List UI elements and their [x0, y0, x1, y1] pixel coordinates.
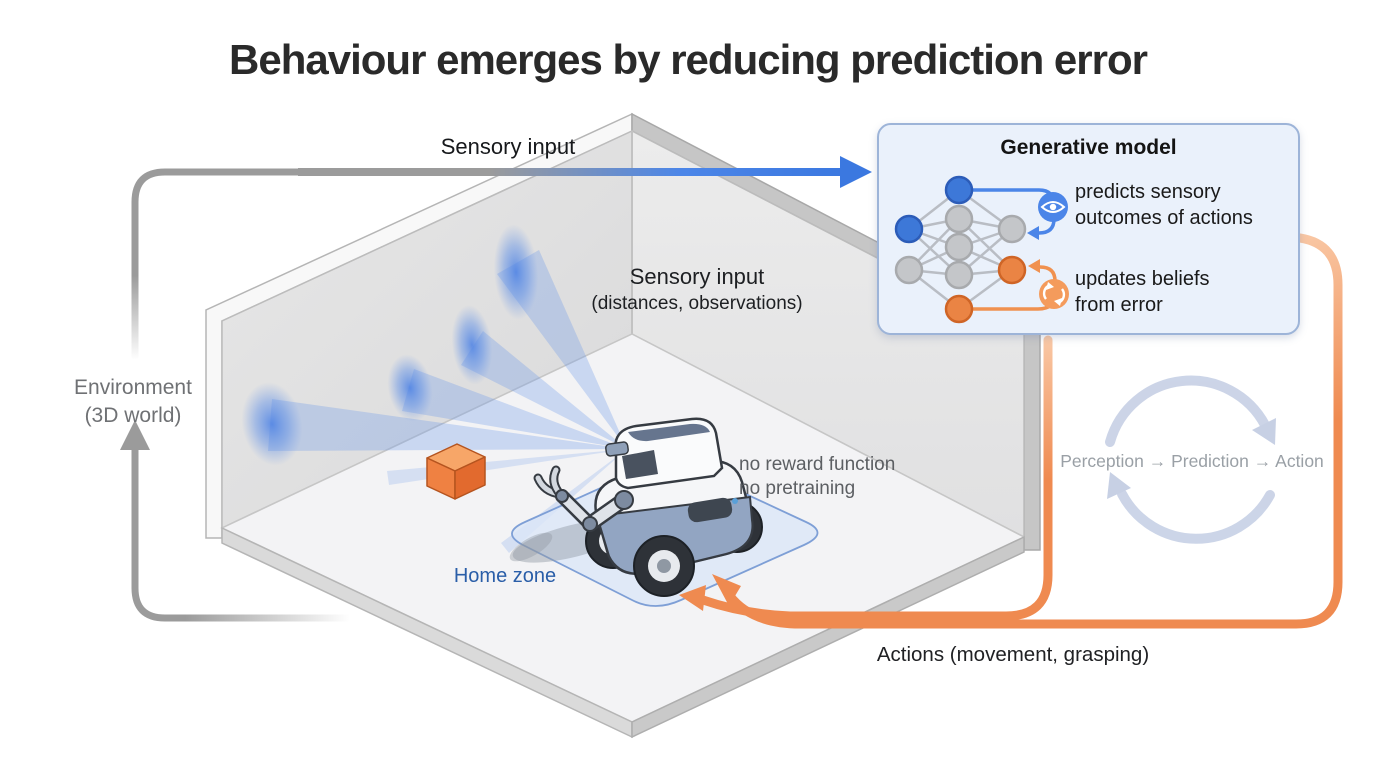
cycle-arrowhead-top [1252, 418, 1276, 445]
action-loop [679, 233, 1343, 629]
sensory-input-mid-label: Sensory input (distances, observations) [547, 264, 847, 315]
note-predicts: predicts sensory outcomes of actions [1075, 179, 1253, 231]
note-predicts-line1: predicts sensory [1075, 181, 1221, 203]
robot-indicator-light [732, 498, 738, 504]
note-updates-line2: from error [1075, 294, 1163, 316]
update-arrowhead [1028, 259, 1040, 273]
sensory-input-mid-line1: Sensory input [629, 264, 765, 289]
node-gray [997, 214, 1027, 244]
environment-line2: (3D world) [84, 404, 182, 427]
eye-icon [1038, 192, 1068, 222]
environment-loop-top-left [131, 168, 324, 360]
sensor-blob [241, 382, 303, 466]
sensory-input-top-label: Sensory input [440, 134, 576, 159]
robot-shadow [509, 532, 553, 562]
action-arrowhead [679, 585, 706, 611]
sensor-blob [451, 305, 493, 385]
environment-arrowhead [120, 420, 150, 450]
action-loop-inner [698, 335, 1053, 621]
node-gray [944, 204, 974, 234]
robot-wheel-front [633, 535, 695, 597]
cycle-arrows [1105, 375, 1276, 544]
environment-line1: Environment [74, 376, 192, 399]
note-predicts-line2: outcomes of actions [1075, 207, 1253, 229]
neural-network [894, 175, 1069, 324]
constraints-label: no reward function no pretraining [739, 453, 895, 501]
node-gray [944, 260, 974, 290]
sensor-blob [387, 354, 433, 422]
note-updates: updates beliefs from error [1075, 266, 1210, 318]
node-gray [894, 255, 924, 285]
robot [509, 417, 763, 597]
robot-head [605, 417, 724, 490]
sensory-input-arrow [298, 156, 872, 188]
robot-visor [622, 450, 658, 479]
node-orange [944, 294, 974, 324]
robot-sensor-bar [605, 441, 629, 457]
environment-loop [120, 168, 352, 622]
action-arrowhead [712, 574, 741, 606]
orange-cube [426, 443, 486, 500]
prediction-arrowhead [1027, 226, 1039, 240]
robot-arm [533, 465, 634, 532]
node-blue [944, 175, 974, 205]
home-zone-label: Home zone [453, 565, 557, 587]
node-blue [894, 214, 924, 244]
node-gray [944, 232, 974, 262]
sensory-input-mid-line2: (distances, observations) [591, 293, 803, 314]
constraint-line2: no pretraining [739, 478, 856, 499]
constraint-line1: no reward function [739, 454, 896, 475]
cycle-arrowhead-bottom [1107, 472, 1131, 499]
environment-label: Environment (3D world) [18, 374, 248, 430]
sensory-arrowhead [840, 156, 872, 188]
environment-loop-bottom-left [131, 440, 352, 622]
floor-slab-right [631, 535, 1025, 739]
generative-model-title: Generative model [1000, 136, 1177, 159]
cycle-label: Perception → Prediction → Action [1060, 451, 1324, 471]
page-title: Behaviour emerges by reducing prediction… [229, 36, 1148, 83]
network-nodes [894, 175, 1027, 324]
node-orange [997, 255, 1027, 285]
robot-side-panel [687, 497, 733, 523]
note-updates-line1: updates beliefs [1075, 268, 1210, 290]
sensor-blob [493, 224, 539, 320]
actions-label: Actions (movement, grasping) [876, 643, 1150, 666]
generative-model-box: Generative model [877, 123, 1300, 335]
refresh-icon [1039, 279, 1069, 309]
